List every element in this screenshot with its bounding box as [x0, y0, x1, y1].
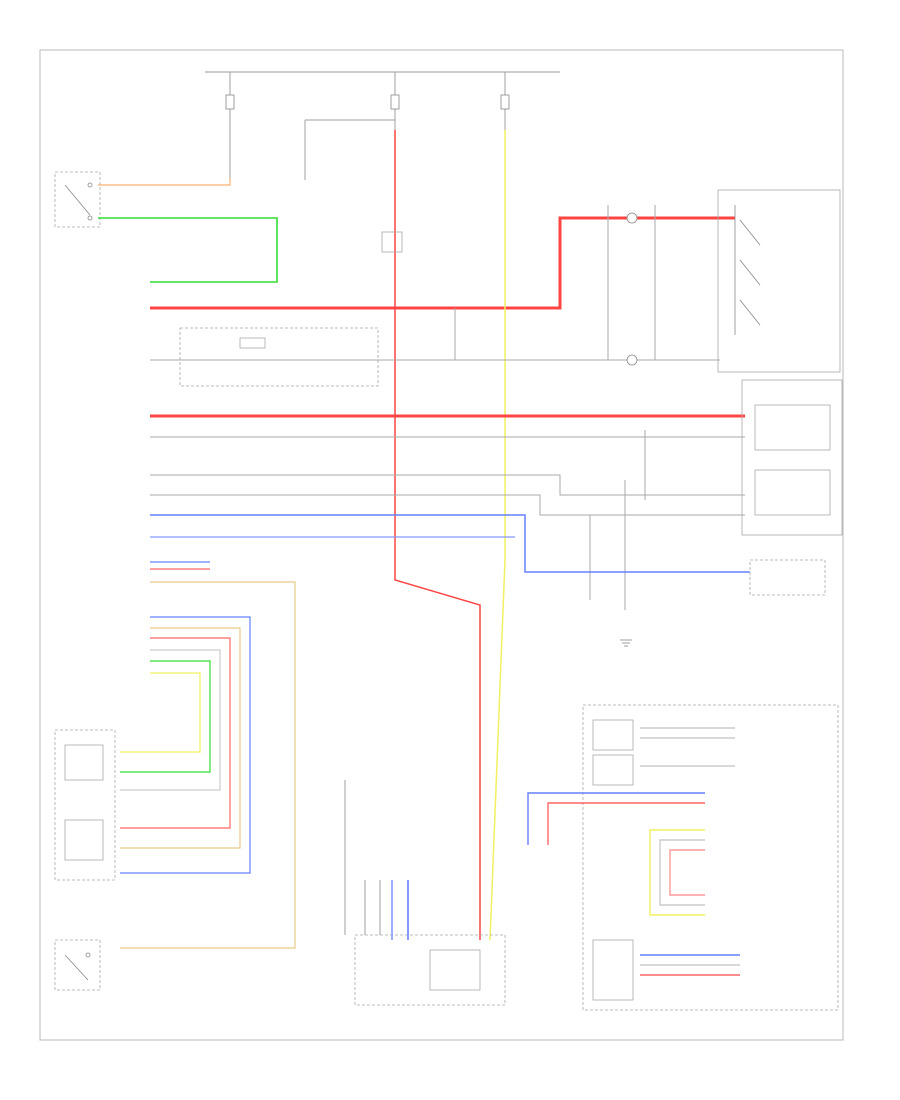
- fuse-symbols: [225, 94, 510, 110]
- brake-switch-component: [54, 171, 101, 228]
- left-signal-wires: [120, 561, 296, 949]
- red-wire-main: [150, 216, 735, 310]
- transmission-wires: [527, 727, 740, 976]
- pedal-sensor-component: [54, 729, 116, 881]
- ecm-bottom-component: [344, 780, 506, 1006]
- cruise-switch-component: [54, 939, 101, 991]
- relay-inner: [239, 337, 266, 349]
- orange-wire: [98, 178, 231, 186]
- throttle-sensor-component: [741, 379, 843, 596]
- middle-component: [381, 231, 403, 253]
- relay-box: [179, 327, 379, 387]
- blue-wire-1: [150, 514, 750, 573]
- gray-wires: [150, 205, 745, 610]
- diagram-frame: [39, 49, 844, 1041]
- yellow-wire-vertical: [489, 130, 506, 941]
- ecm-bottom-wires: [391, 880, 409, 940]
- green-wire-top: [98, 217, 278, 283]
- red-wire-vertical-center: [394, 130, 481, 940]
- ground-symbol: [620, 639, 632, 647]
- right-switch-assembly: [717, 189, 841, 373]
- top-fuse-feeds: [229, 72, 506, 180]
- circle-connectors: [626, 212, 638, 366]
- transmission-module: [582, 704, 839, 1011]
